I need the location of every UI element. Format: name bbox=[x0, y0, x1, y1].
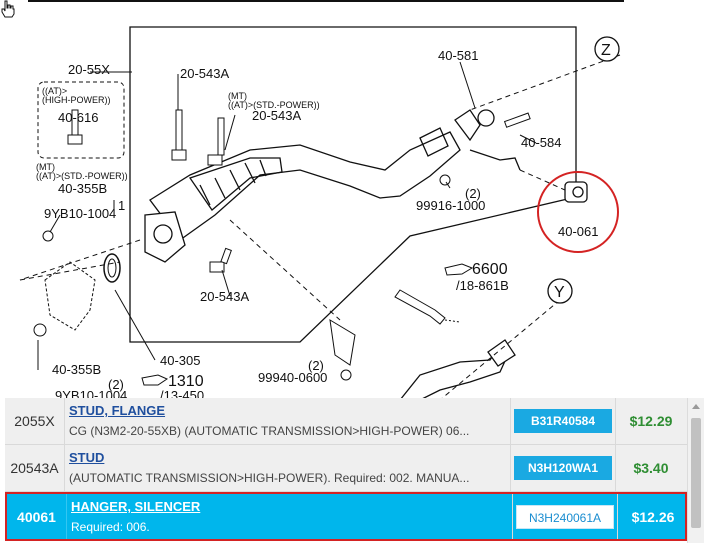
gasket-ring bbox=[103, 109, 495, 283]
label-mt-std-2: ((AT)>(STD.-POWER)) bbox=[228, 100, 320, 110]
part-notes: Required: 006. bbox=[71, 520, 150, 534]
callout-box-high-power bbox=[37, 81, 125, 159]
part-description: HANGER, SILENCER Required: 006. bbox=[71, 498, 511, 534]
part-number-cell: N3H120WA1 bbox=[510, 445, 616, 491]
label-qty-1: 1 bbox=[118, 198, 125, 213]
part-name-link[interactable]: HANGER, SILENCER bbox=[71, 499, 201, 514]
marker-circle-y bbox=[547, 278, 573, 304]
label-20-55X: 20-55X bbox=[68, 62, 110, 77]
bolts bbox=[33, 109, 531, 381]
parts-list-scrollbar[interactable] bbox=[687, 398, 704, 543]
label-20-543A-top: 20-543A bbox=[180, 66, 229, 81]
label-13-450: /13-450 bbox=[160, 388, 204, 400]
part-row-selected[interactable]: 40061 HANGER, SILENCER Required: 006. N3… bbox=[5, 492, 687, 541]
scroll-up-arrow-icon[interactable] bbox=[692, 404, 700, 409]
part-price: $3.40 bbox=[633, 460, 669, 476]
part-ref-code: 2055X bbox=[5, 398, 65, 444]
label-mt2-1: (MT) bbox=[36, 162, 55, 172]
part-ref-code: 40061 bbox=[7, 494, 67, 539]
label-9YB10-1004-low: 9YB10-1004 bbox=[55, 388, 127, 400]
label-qty-2-a: (2) bbox=[465, 186, 481, 201]
part-name-link[interactable]: STUD, FLANGE bbox=[69, 403, 166, 418]
part-number-cell: N3H240061A bbox=[512, 494, 618, 539]
hand-cursor-icon bbox=[1, 0, 15, 18]
label-18-861B: /18-861B bbox=[456, 278, 509, 293]
leader-lines bbox=[19, 54, 621, 400]
label-mt-std-1: (MT) bbox=[228, 91, 247, 101]
label-6600: 6600 bbox=[472, 261, 508, 278]
part-row[interactable]: 20543A STUD (AUTOMATIC TRANSMISSION>HIGH… bbox=[5, 445, 687, 492]
label-40-355B-top: 40-355B bbox=[58, 181, 107, 196]
exhaust-parts-diagram: Z Y 40-581 40-584 40-061 20-55X 20-543A … bbox=[19, 0, 624, 400]
part-number-cell: B31R40584 bbox=[510, 398, 616, 444]
label-mt2-2: ((AT)>(STD.-POWER)) bbox=[36, 171, 128, 181]
part-name-link[interactable]: STUD bbox=[69, 450, 105, 465]
label-99916-1000: 99916-1000 bbox=[416, 198, 485, 213]
hand-pointer-6600-icon bbox=[444, 263, 474, 276]
label-20-543A-mid: 20-543A bbox=[252, 108, 301, 123]
label-1310: 1310 bbox=[168, 373, 204, 390]
parts-list: 2055X STUD, FLANGE CG (N3M2-20-55XB) (AU… bbox=[5, 398, 687, 543]
part-number-button[interactable]: N3H120WA1 bbox=[514, 456, 612, 480]
part-notes: CG (N3M2-20-55XB) (AUTOMATIC TRANSMISSIO… bbox=[69, 424, 470, 438]
hand-pointer-1310-icon bbox=[141, 374, 169, 386]
part-description: STUD, FLANGE CG (N3M2-20-55XB) (AUTOMATI… bbox=[69, 402, 509, 438]
label-40-581: 40-581 bbox=[438, 48, 478, 63]
label-99940-0600: 99940-0600 bbox=[258, 370, 327, 385]
part-price: $12.26 bbox=[631, 508, 675, 525]
label-40-616: 40-616 bbox=[58, 110, 98, 125]
part-number-button[interactable]: N3H240061A bbox=[516, 504, 614, 529]
marker-circle-z bbox=[594, 36, 620, 62]
part-row[interactable]: 2055X STUD, FLANGE CG (N3M2-20-55XB) (AU… bbox=[5, 398, 687, 445]
label-9YB10-1004-top: 9YB10-1004 bbox=[44, 206, 116, 221]
scrollbar-thumb[interactable] bbox=[691, 418, 701, 528]
part-notes: (AUTOMATIC TRANSMISSION>HIGH-POWER). Req… bbox=[69, 471, 470, 485]
hanger-silencer-part bbox=[564, 181, 588, 203]
label-40-584: 40-584 bbox=[521, 135, 561, 150]
highlight-circle-40061 bbox=[537, 171, 619, 253]
part-ref-code: 20543A bbox=[5, 445, 65, 491]
label-at-high-1: ((AT)> bbox=[42, 86, 67, 96]
exhaust-pipe-assembly bbox=[144, 109, 521, 263]
label-lines bbox=[37, 61, 537, 370]
part-price: $12.29 bbox=[629, 413, 673, 429]
label-qty-2-c: (2) bbox=[108, 377, 124, 392]
lower-pipe bbox=[399, 339, 516, 400]
oxygen-sensor bbox=[394, 289, 461, 325]
part-number-button[interactable]: B31R40584 bbox=[514, 409, 612, 433]
label-40-355B-low: 40-355B bbox=[52, 362, 101, 377]
part-description: STUD (AUTOMATIC TRANSMISSION>HIGH-POWER)… bbox=[69, 449, 509, 485]
label-40-305: 40-305 bbox=[160, 353, 200, 368]
heat-shield bbox=[44, 261, 96, 331]
label-40-061: 40-061 bbox=[558, 224, 598, 239]
label-at-high-2: (HIGH-POWER)) bbox=[42, 95, 111, 105]
diagram-frame bbox=[129, 26, 577, 343]
marker-z-label: Z bbox=[601, 42, 611, 59]
label-qty-2-b: (2) bbox=[308, 358, 324, 373]
marker-y-label: Y bbox=[554, 284, 565, 301]
label-20-543A-low: 20-543A bbox=[200, 289, 249, 304]
